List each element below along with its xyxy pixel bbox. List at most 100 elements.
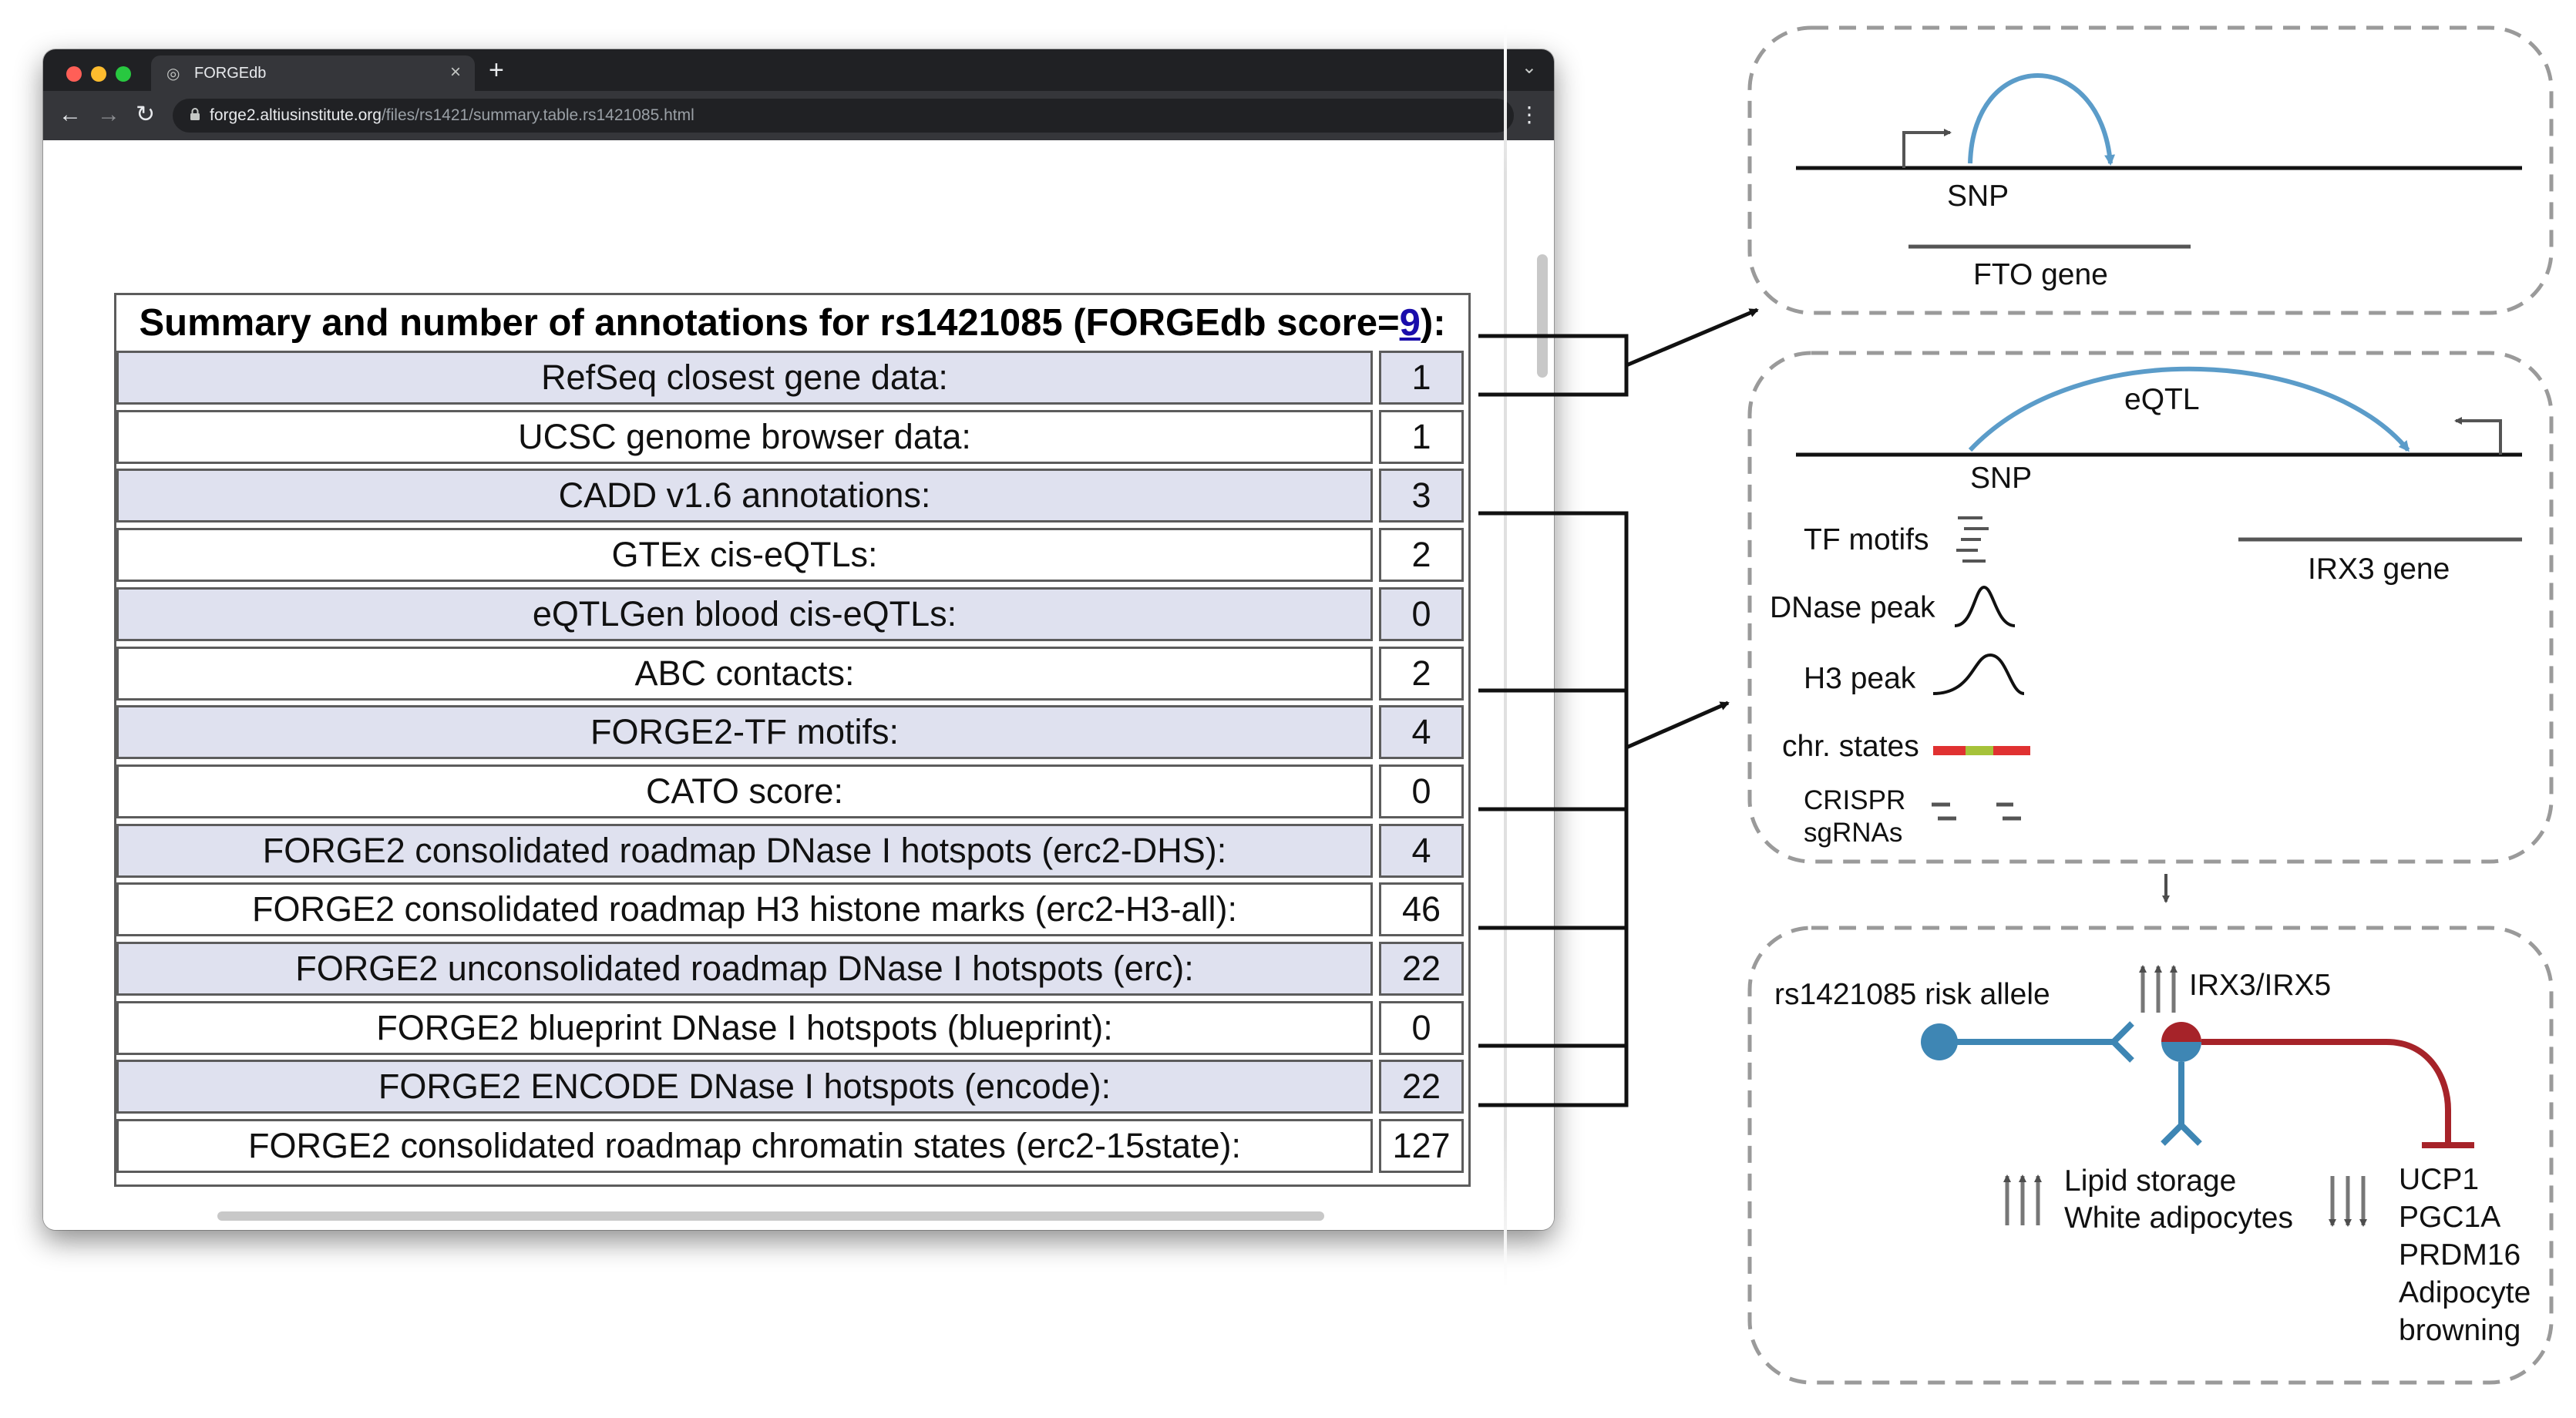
lock-icon [190,107,200,124]
forgedb-score-link[interactable]: 9 [1399,302,1421,344]
tf-motifs-label: TF motifs [1804,523,1929,556]
summary-row-value: 0 [1379,1000,1464,1055]
summary-title-suffix: ): [1420,302,1446,344]
url-host: forge2.altiusinstitute.org [210,106,382,124]
globe-icon: ◎ [166,66,180,82]
horizontal-scrollbar[interactable] [217,1211,1324,1221]
snp-arc-fto [1968,73,2116,166]
summary-row-value: 1 [1379,351,1464,405]
irx3-irx5-label: IRX3/IRX5 [2189,969,2332,1002]
tab-search-chevron-icon[interactable]: ⌄ [1521,57,1537,78]
forward-arrow-icon[interactable]: → [97,102,120,127]
summary-row-value: 3 [1379,469,1464,523]
eqtl-label: eQTL [2124,383,2200,416]
new-tab-button[interactable]: + [489,55,504,85]
back-arrow-icon[interactable]: ← [59,102,82,127]
panel-mechanism-border [1747,926,2554,1385]
tss-arrow-fto [1902,129,1952,168]
close-tab-icon[interactable]: × [449,62,461,82]
irx-node-top [2161,1022,2201,1042]
browser-toolbar: ← → ↻ forge2.altiusinstitute.org/files/r… [43,91,1554,140]
browser-window: ◎ FORGEdb × + ⌄ ← → ↻ forge2.altiusinsti… [43,49,1554,1230]
white-adipocytes-label: White adipocytes [2064,1201,2293,1235]
dashed-panels [1747,25,2554,1385]
summary-row-value: 22 [1379,1060,1464,1114]
summary-row: FORGE2 consolidated roadmap H3 histone m… [116,882,1468,942]
browning-target-item: PRDM16 [2399,1238,2521,1272]
reload-icon[interactable]: ↻ [136,102,156,127]
summary-row-label: GTEx cis-eQTLs: [116,528,1373,583]
summary-row-value: 46 [1379,882,1464,937]
bracket-ticks [1478,688,1626,1048]
irx-node-bottom [2161,1042,2201,1062]
summary-row-value: 0 [1379,586,1464,641]
crispr-label-line2: sgRNAs [1804,818,1903,848]
summary-row-value: 127 [1379,1119,1464,1174]
summary-row: ABC contacts:2 [116,646,1468,706]
summary-row: FORGE2 ENCODE DNase I hotspots (encode):… [116,1060,1468,1119]
tab-strip: ◎ FORGEdb × + ⌄ [43,49,1554,91]
h3-peak-icon [1932,653,2025,695]
arrow-to-fto-panel [1626,307,1759,368]
address-bar[interactable]: forge2.altiusinstitute.org/files/rs1421/… [173,99,1514,133]
up-arrows-irx-icon [2139,965,2177,1013]
bracket-gene-rows [1478,334,1629,397]
summary-row-value: 0 [1379,764,1464,818]
menu-kebab-icon[interactable]: ⋮ [1518,102,1540,126]
dnase-peak-icon [1954,585,2016,627]
summary-row-value: 2 [1379,528,1464,583]
risk-allele-node [1921,1023,1958,1060]
summary-row-value: 4 [1379,823,1464,878]
summary-row-value: 1 [1379,409,1464,464]
irx3-snp-label: SNP [1970,462,2033,495]
summary-row: UCSC genome browser data:1 [116,409,1468,469]
arrow-to-irx3-panel [1625,701,1730,750]
summary-row-value: 2 [1379,646,1464,701]
tab-forgedb[interactable]: ◎ FORGEdb × [151,55,475,91]
summary-row-label: FORGE2 unconsolidated roadmap DNase I ho… [116,942,1373,996]
summary-row-label: FORGE2-TF motifs: [116,705,1373,760]
summary-row: GTEx cis-eQTLs:2 [116,528,1468,587]
tss-arrow-irx3 [2454,417,2502,455]
irx3-gene-label: IRX3 gene [2308,553,2450,586]
bracket-connectors [1478,307,1759,1107]
eqtl-arc [1968,366,2410,452]
panel-fto-diagram [1796,73,2522,249]
summary-row: eQTLGen blood cis-eQTLs:0 [116,586,1468,647]
summary-row-value: 4 [1379,705,1464,760]
summary-row: CATO score:0 [116,764,1468,824]
url-path: /files/rs1421/summary.table.rs1421085.ht… [381,106,694,124]
summary-row: FORGE2 consolidated roadmap chromatin st… [116,1119,1468,1178]
fto-snp-label: SNP [1947,180,2009,213]
summary-table: Summary and number of annotations for rs… [114,293,1471,1187]
summary-row-label: FORGE2 consolidated roadmap H3 histone m… [116,882,1373,937]
summary-title-text: Summary and number of annotations for rs… [139,302,1400,344]
receptor-bracket-left [2109,1021,2134,1063]
vertical-scrollbar[interactable] [1537,254,1548,378]
summary-table-header: Summary and number of annotations for rs… [116,295,1468,351]
summary-row: RefSeq closest gene data:1 [116,351,1468,410]
fto-gene-label: FTO gene [1973,258,2108,291]
tf-motifs-icon [1956,516,1989,563]
summary-row-label: RefSeq closest gene data: [116,351,1373,405]
dnase-peak-label: DNase peak [1770,591,1935,624]
maximize-window-button[interactable] [116,66,131,82]
summary-row-label: ABC contacts: [116,646,1373,701]
summary-title: Summary and number of annotations for rs… [116,295,1468,351]
panel-divider [1504,23,1507,1287]
url-text[interactable]: forge2.altiusinstitute.org/files/rs1421/… [210,107,694,124]
risk-allele-label: rs1421085 risk allele [1774,978,2050,1011]
minimize-window-button[interactable] [91,66,106,82]
close-window-button[interactable] [66,66,82,82]
summary-row: FORGE2 blueprint DNase I hotspots (bluep… [116,1000,1468,1060]
summary-row-label: UCSC genome browser data: [116,409,1373,464]
browning-target-item: UCP1 [2399,1163,2480,1196]
summary-row: FORGE2-TF motifs:4 [116,705,1468,764]
summary-row-label: CATO score: [116,764,1373,818]
chr-states-label: chr. states [1782,730,1919,763]
browning-target-item: Adipocyte [2399,1276,2531,1309]
receptor-bracket-bottom [2161,1121,2202,1146]
h3-peak-label: H3 peak [1804,662,1916,695]
panel-mechanism-diagram [1921,965,2474,1227]
